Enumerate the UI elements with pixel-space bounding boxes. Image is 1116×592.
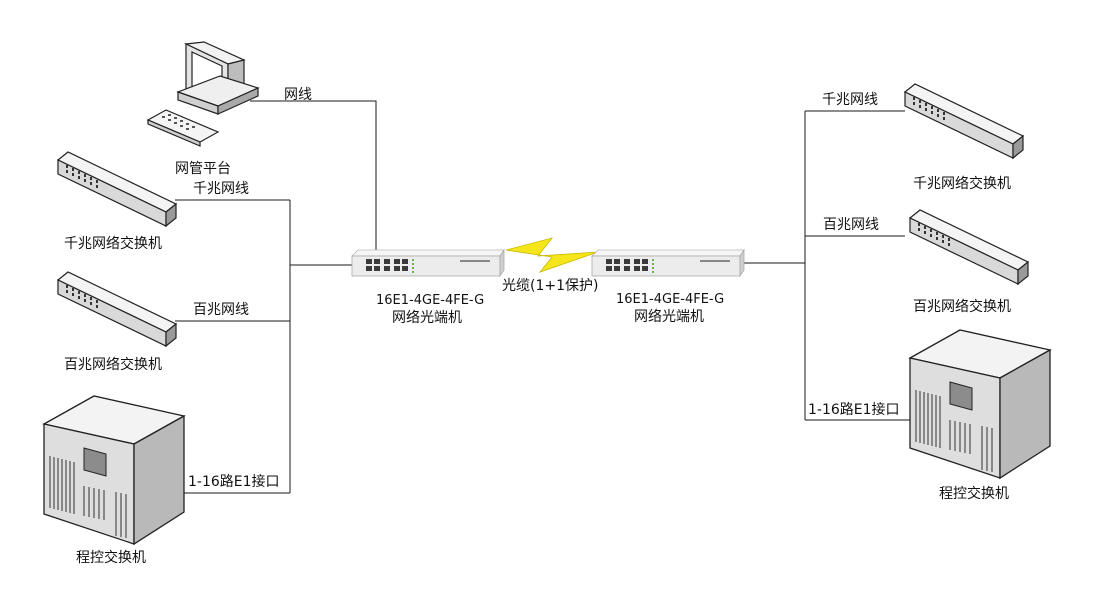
right-gig-cable-label: 千兆网线 [822,92,878,108]
optical-terminal-icon [591,249,745,277]
left-gig-cable-label: 千兆网线 [193,181,249,197]
network-switch-icon [57,271,177,347]
wires-left [175,100,377,494]
pbx-server-cabinet-icon [909,329,1051,479]
left-100m-cable-label: 百兆网线 [193,302,249,318]
left-terminal-model-label: 16E1-4GE-4FE-G [376,293,484,308]
left-100m-switch-label: 百兆网络交换机 [64,356,162,373]
left-gig-switch-label: 千兆网络交换机 [64,235,162,252]
left-e1-interface-label: 1-16路E1接口 [188,473,280,490]
right-terminal-model-label: 16E1-4GE-4FE-G [616,292,724,307]
left-terminal-name-label: 网络光端机 [392,310,462,326]
right-100m-switch-label: 百兆网络交换机 [913,298,1011,315]
left-pbx-label: 程控交换机 [76,549,146,566]
network-switch-icon [909,209,1029,285]
network-switch-icon [57,151,177,227]
wires-right [742,110,910,421]
right-terminal-name-label: 网络光端机 [634,309,704,325]
right-pbx-label: 程控交换机 [939,485,1009,502]
right-100m-cable-label: 百兆网线 [823,217,879,233]
network-switch-icon [904,83,1024,159]
optical-terminal-icon [351,249,505,277]
right-e1-interface-label: 1-16路E1接口 [808,401,900,418]
lightning-bolt-icon [505,237,599,273]
pbx-server-cabinet-icon [43,395,185,545]
right-gig-switch-label: 千兆网络交换机 [913,175,1011,192]
desktop-computer-icon [146,41,260,147]
nms-cable-line [250,100,377,264]
nms-platform-label: 网管平台 [175,161,231,177]
nms-cable-label: 网线 [284,87,312,103]
fiber-link-label: 光缆(1+1保护) [502,278,598,294]
